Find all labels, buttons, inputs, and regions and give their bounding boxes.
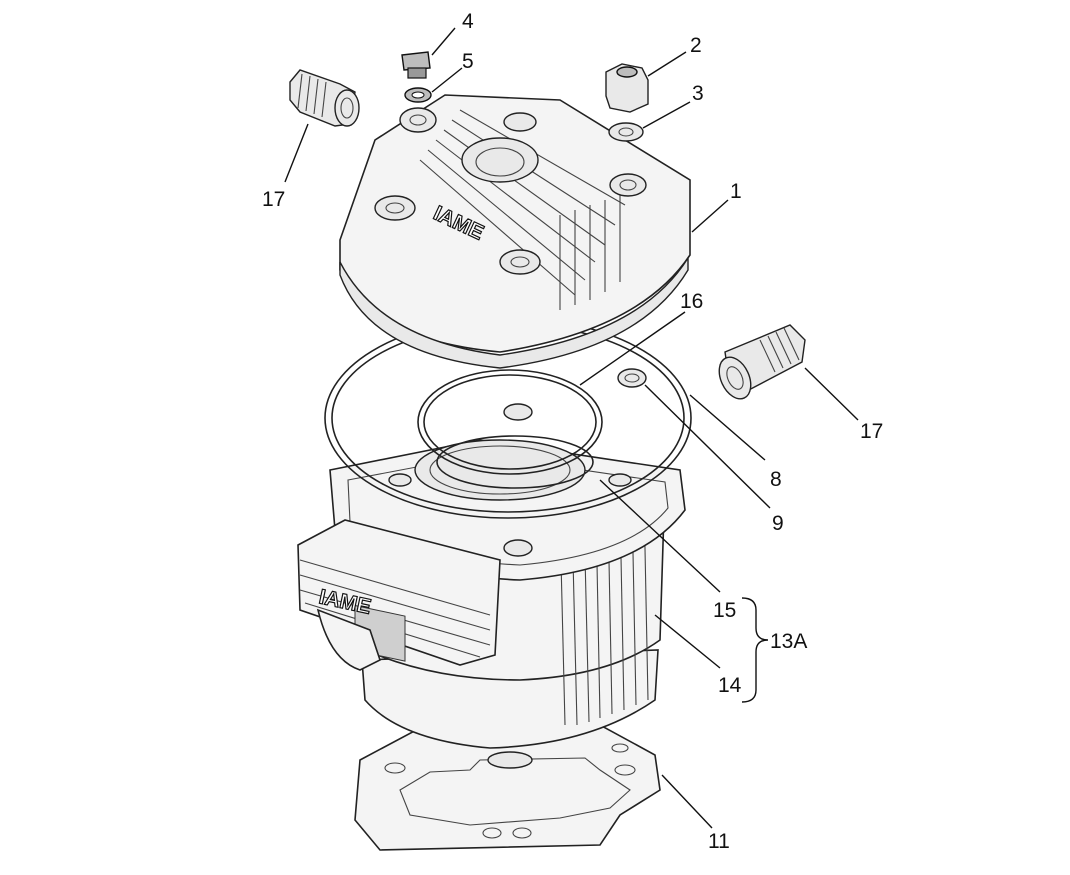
fitting-part-17-left xyxy=(289,69,360,127)
callout-5: 5 xyxy=(462,50,474,73)
o-ring-part-16 xyxy=(417,369,603,475)
callout-2: 2 xyxy=(690,34,702,57)
callout-9: 9 xyxy=(772,512,784,535)
callout-17-left: 17 xyxy=(262,188,285,211)
nut-part-2 xyxy=(605,63,649,113)
callout-14: 14 xyxy=(718,674,742,697)
callout-labels: 4 5 2 3 1 16 8 9 15 13A 14 11 17 17 xyxy=(262,10,883,853)
callout-15: 15 xyxy=(713,599,736,622)
cylinder-body-part-14: IAME xyxy=(297,403,686,769)
callout-8: 8 xyxy=(770,468,782,491)
callout-17-right: 17 xyxy=(860,420,883,443)
fitting-part-17-right xyxy=(718,324,806,400)
washer-part-5 xyxy=(404,87,432,103)
leader-lines xyxy=(284,27,859,829)
callout-3: 3 xyxy=(692,82,704,105)
callout-4: 4 xyxy=(462,10,474,33)
base-gasket-part-11 xyxy=(354,724,661,851)
o-ring-part-9 xyxy=(617,368,647,388)
callout-16: 16 xyxy=(680,290,703,313)
callout-1: 1 xyxy=(730,180,742,203)
callout-11: 11 xyxy=(708,830,730,853)
sleeve-part-15 xyxy=(436,435,594,489)
callout-13A: 13A xyxy=(770,630,807,653)
cylinder-head-part-1: IAME xyxy=(339,94,691,369)
washer-part-3 xyxy=(608,122,644,142)
plug-part-4 xyxy=(401,51,431,79)
